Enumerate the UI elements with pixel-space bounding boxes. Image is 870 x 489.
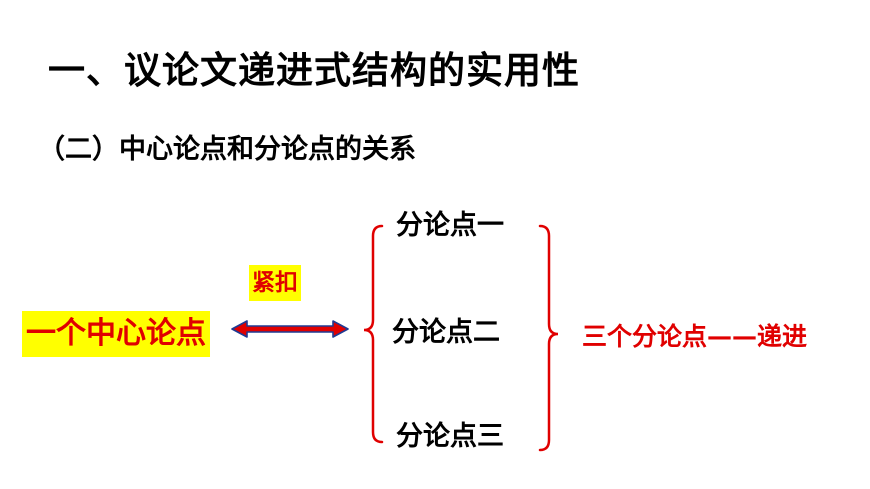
link-label: 紧扣 — [249, 265, 301, 301]
sub-point-1: 分论点一 — [396, 210, 504, 241]
central-point-box: 一个中心论点 — [22, 311, 210, 357]
left-brace — [363, 224, 384, 444]
double-arrow — [231, 320, 349, 338]
summary-label: 三个分论点——递进 — [582, 322, 808, 351]
slide-title: 一、议论文递进式结构的实用性 — [48, 49, 580, 92]
right-brace — [538, 224, 559, 452]
sub-point-2: 分论点二 — [392, 317, 500, 348]
section-subtitle: （二）中心论点和分论点的关系 — [38, 134, 416, 165]
sub-point-3: 分论点三 — [396, 421, 504, 452]
